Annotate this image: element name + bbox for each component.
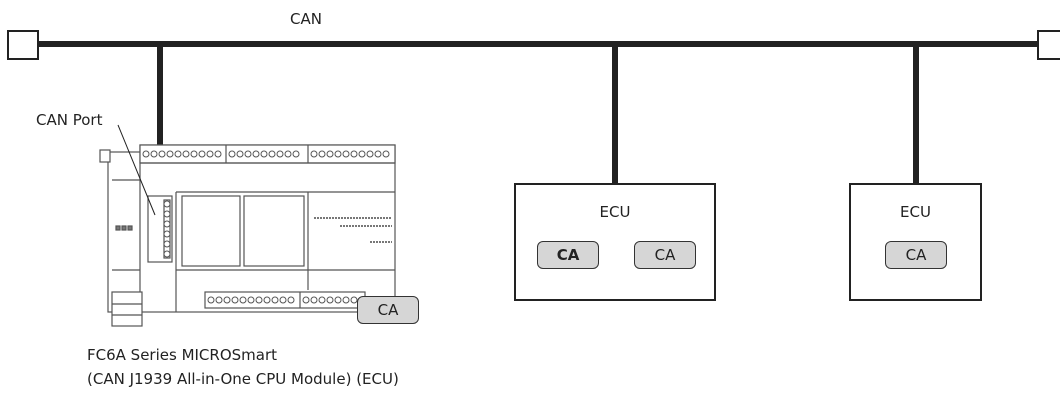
can-port-screw: [163, 230, 171, 238]
can-port-label: CAN Port: [36, 111, 103, 129]
terminal-screw: [374, 150, 382, 158]
bus-terminator-right: [1037, 30, 1060, 60]
can-port-screw: [163, 240, 171, 248]
terminal-screw: [158, 150, 166, 158]
terminal-screw: [358, 150, 366, 158]
terminal-screw: [334, 150, 342, 158]
terminal-screw: [223, 296, 231, 304]
bus-terminator-left: [7, 30, 39, 60]
terminal-screw: [268, 150, 276, 158]
terminal-screw: [326, 296, 334, 304]
ecu-box-2: ECU CA: [849, 183, 982, 301]
ca-badge: CA: [885, 241, 947, 269]
can-port-pointer: [117, 124, 156, 216]
terminal-screw: [310, 296, 318, 304]
terminal-screw: [318, 150, 326, 158]
terminal-screw: [207, 296, 215, 304]
terminal-screw: [292, 150, 300, 158]
plc-ca-badge: CA: [357, 296, 419, 324]
ecu-title: ECU: [599, 203, 631, 221]
ca-label: CA: [556, 246, 580, 264]
terminal-screw: [366, 150, 374, 158]
terminal-screw: [284, 150, 292, 158]
terminal-screw: [214, 150, 222, 158]
terminal-screw: [318, 296, 326, 304]
terminal-screw: [244, 150, 252, 158]
ecu-title: ECU: [900, 203, 931, 221]
terminal-screw: [150, 150, 158, 158]
terminal-screw: [239, 296, 247, 304]
can-port-screw: [163, 220, 171, 228]
terminal-screw: [174, 150, 182, 158]
terminal-screw: [271, 296, 279, 304]
terminal-screw: [190, 150, 198, 158]
terminal-screws: [142, 150, 390, 304]
terminal-screw: [342, 150, 350, 158]
terminal-screw: [142, 150, 150, 158]
terminal-screw: [198, 150, 206, 158]
terminal-screw: [252, 150, 260, 158]
terminal-screw: [166, 150, 174, 158]
ca-label: CA: [377, 301, 399, 319]
terminal-screw: [310, 150, 318, 158]
ca-badge: CA: [634, 241, 696, 269]
terminal-screw: [260, 150, 268, 158]
terminal-screw: [215, 296, 223, 304]
terminal-screw: [236, 150, 244, 158]
plc-caption-line-1: FC6A Series MICROSmart: [87, 346, 278, 364]
terminal-screw: [350, 150, 358, 158]
terminal-screw: [228, 150, 236, 158]
ecu-box-1: ECU CA CA: [514, 183, 716, 301]
terminal-screw: [326, 150, 334, 158]
terminal-screw: [302, 296, 310, 304]
ca-badge-bold: CA: [537, 241, 599, 269]
terminal-screw: [334, 296, 342, 304]
terminal-screw: [279, 296, 287, 304]
can-port-screw: [163, 210, 171, 218]
plc-device-illustration: [99, 144, 396, 327]
terminal-screw: [231, 296, 239, 304]
terminal-screw: [263, 296, 271, 304]
terminal-screw: [206, 150, 214, 158]
terminal-screw: [247, 296, 255, 304]
plc-caption-line-2: (CAN J1939 All-in-One CPU Module) (ECU): [87, 370, 399, 388]
terminal-screw: [276, 150, 284, 158]
terminal-screw: [287, 296, 295, 304]
terminal-screw: [382, 150, 390, 158]
terminal-screw: [255, 296, 263, 304]
ca-label: CA: [905, 246, 927, 264]
can-bus-label: CAN: [290, 10, 322, 28]
can-port-screw: [163, 250, 171, 258]
can-port-screw: [163, 200, 171, 208]
ca-label: CA: [654, 246, 676, 264]
terminal-screw: [182, 150, 190, 158]
terminal-screw: [342, 296, 350, 304]
